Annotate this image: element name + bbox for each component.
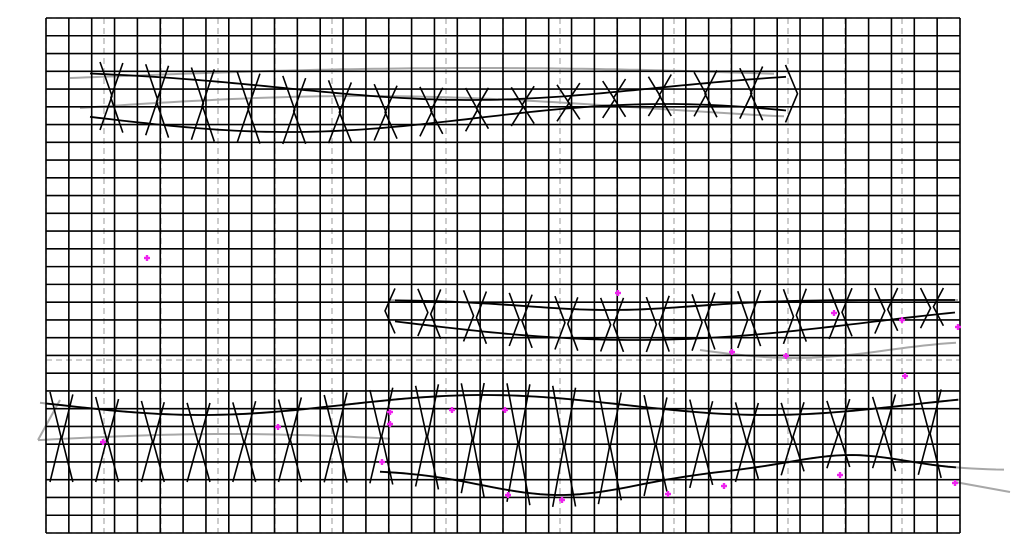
distortion-line (614, 79, 626, 117)
distortion-line (522, 86, 534, 123)
distortion-line (783, 289, 793, 344)
distortion-line (694, 72, 706, 116)
fine-mesh-grid (46, 18, 960, 533)
distortion-line (786, 65, 798, 123)
distortion-line (921, 288, 931, 328)
distortion-line (476, 88, 488, 129)
distortion-line (294, 78, 306, 144)
distortion-line (507, 383, 518, 502)
guide-curve (40, 395, 960, 415)
distortion-edge (90, 104, 786, 132)
distortion-line (427, 384, 438, 489)
distortion-line (553, 386, 564, 507)
distortion-line (827, 401, 838, 468)
distortion-line (568, 297, 578, 350)
distortion-line (476, 292, 486, 344)
distortion-line (614, 298, 624, 352)
distortion-line (382, 388, 393, 485)
distortion-line (416, 386, 427, 487)
distortion-edge (380, 455, 956, 495)
distortion-line (431, 289, 441, 338)
distortion-line (659, 296, 669, 352)
distortion-line (842, 288, 852, 336)
distortion-line (601, 298, 611, 352)
distortion-line (888, 288, 898, 331)
distortion-line (644, 395, 655, 496)
distortion-line (648, 77, 660, 116)
distortion-line (370, 390, 381, 483)
distortion-line (431, 88, 443, 134)
distortion-line (111, 63, 123, 133)
distortion-line (565, 388, 576, 507)
distortion-line (461, 383, 472, 493)
guide-curve (955, 482, 1010, 492)
distortion-line (705, 70, 717, 117)
distortion-line (875, 288, 885, 334)
distortion-line (418, 289, 428, 336)
distortion-line (705, 293, 715, 350)
distortion-line (385, 288, 395, 333)
distortion-line (283, 76, 295, 144)
distortion-line (464, 290, 474, 341)
distortion-line (420, 87, 432, 136)
distortion-line (646, 297, 656, 352)
distortion-line (603, 81, 615, 118)
guide-curve (70, 68, 774, 78)
distortion-line (598, 390, 609, 504)
distortion-line (796, 289, 806, 342)
